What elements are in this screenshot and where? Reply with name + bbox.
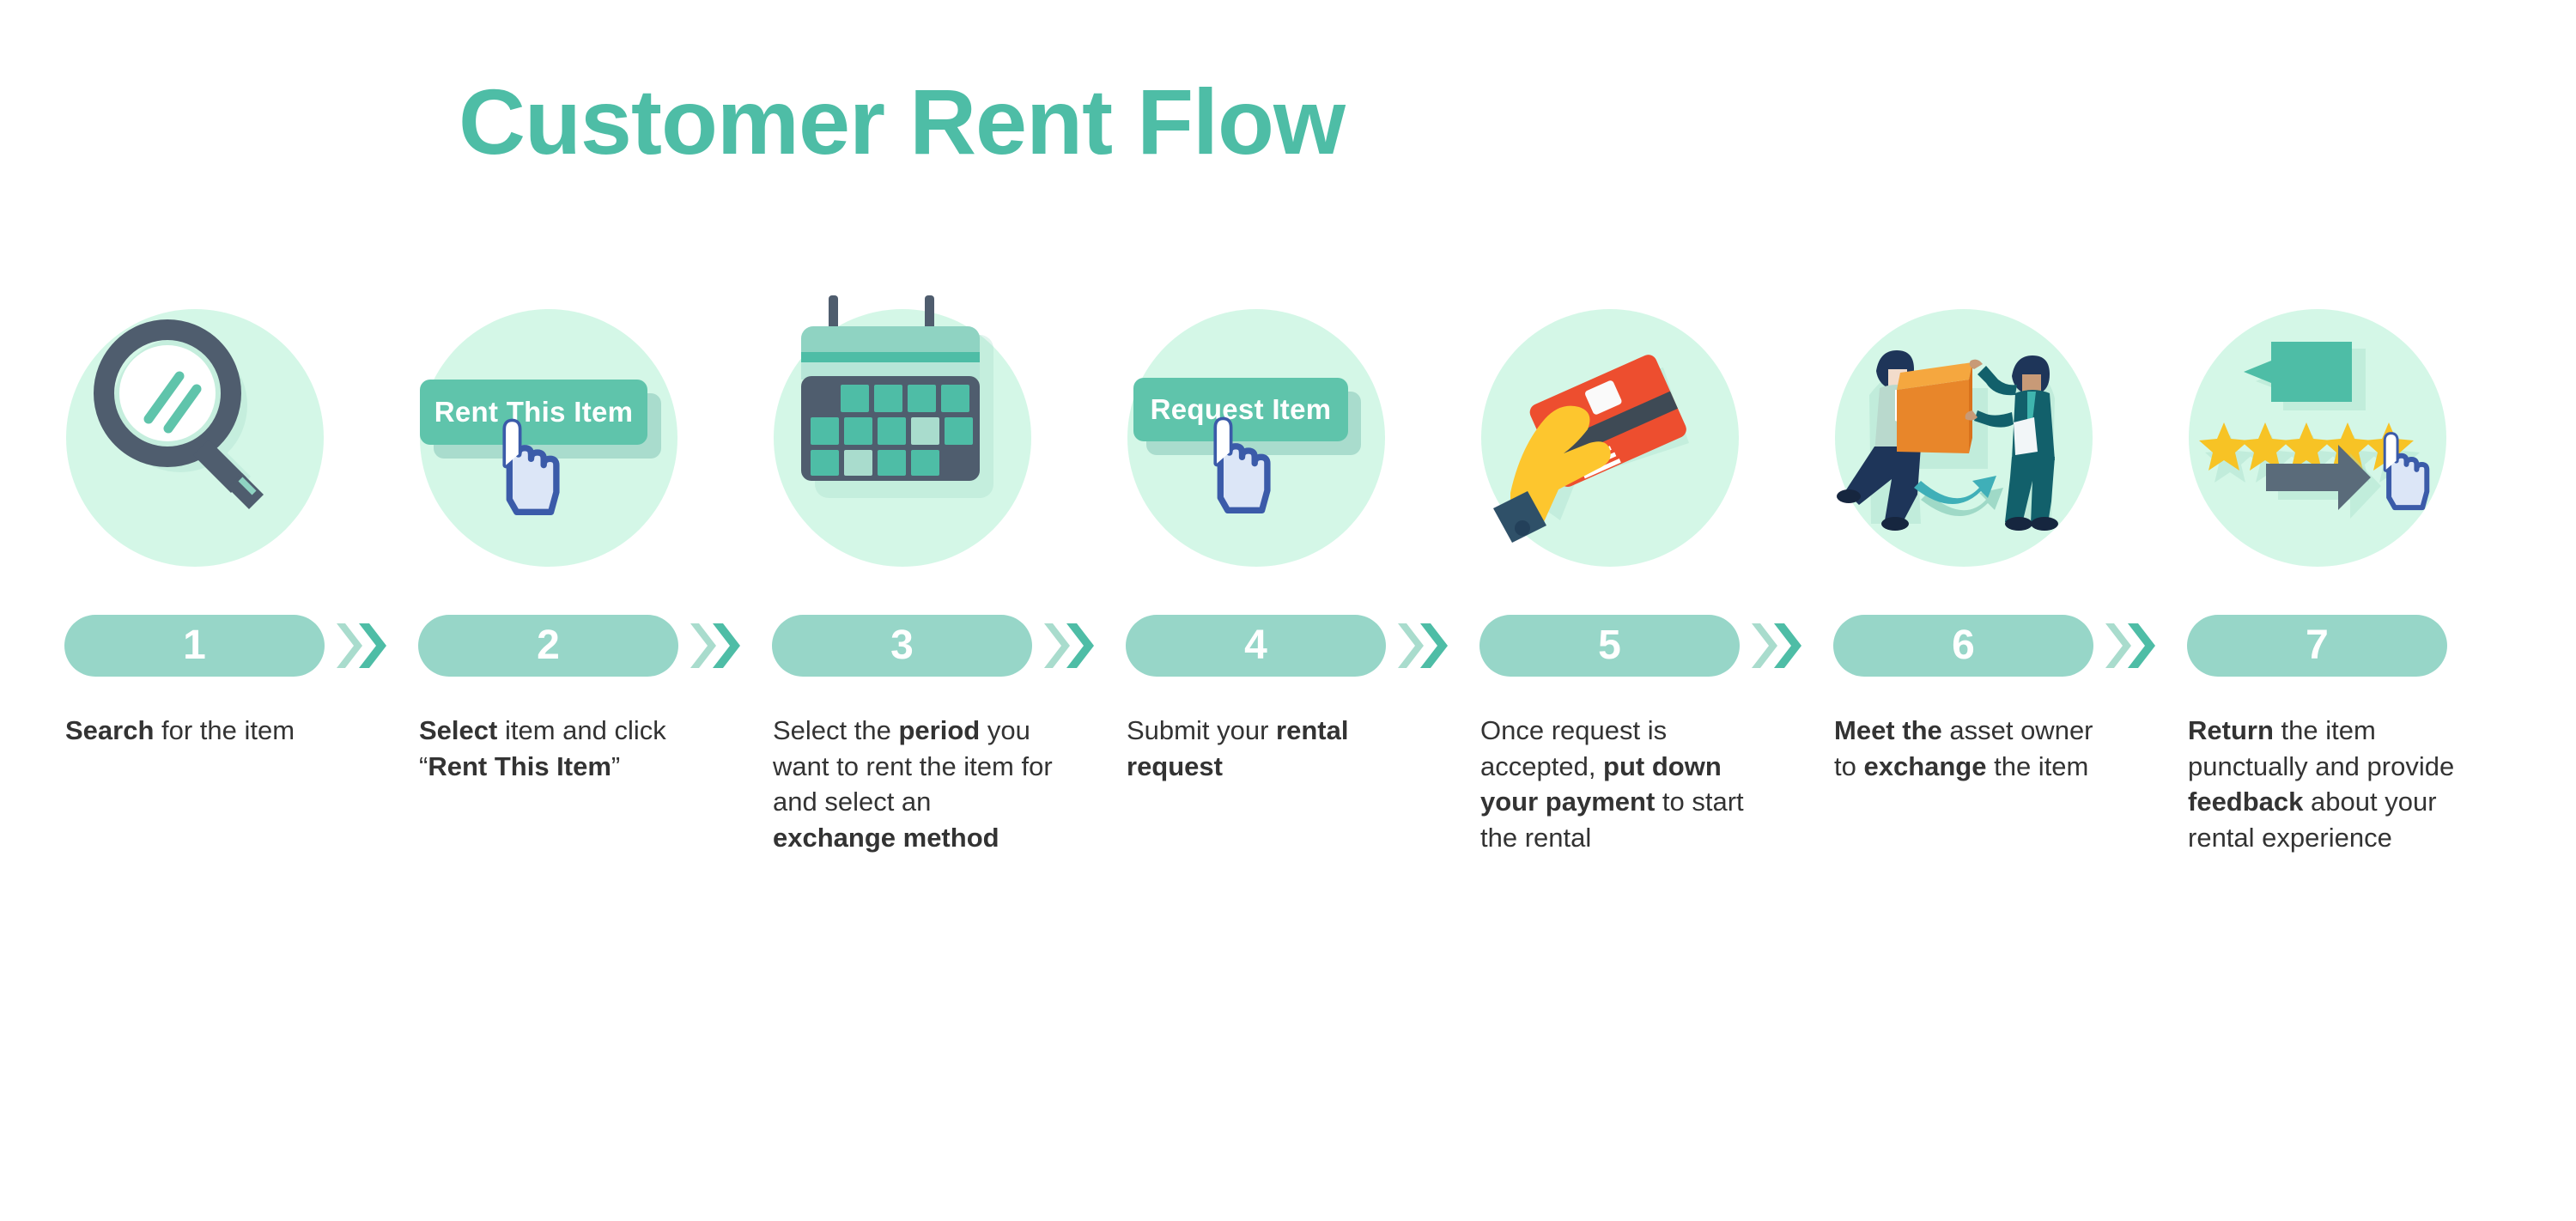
step-number-badge: 3 <box>772 615 1032 677</box>
step-4-number-row: 4 <box>1120 615 1473 680</box>
step-1-number-row: 1 <box>58 615 412 680</box>
flow-step-1: 1 Search for the item <box>58 309 412 749</box>
flow-step-5: 5 Once request is accepted, put down you… <box>1473 309 1827 855</box>
step-number-badge: 2 <box>418 615 678 677</box>
step-4-description: Submit your rental request <box>1127 715 1349 781</box>
step-number-badge: 5 <box>1479 615 1740 677</box>
step-number-badge: 1 <box>64 615 325 677</box>
flow-step-3: 3 Select the period you want to rent the… <box>766 295 1120 855</box>
step-3-number-row: 3 <box>766 615 1120 680</box>
double-chevron-right-icon <box>1752 623 1801 668</box>
hand-cursor-icon <box>1213 416 1271 513</box>
hand-cursor-icon <box>502 418 560 515</box>
step-number-badge: 7 <box>2187 615 2447 677</box>
step-6-number-row: 6 <box>1827 615 2181 680</box>
rent-flow-steps: 1 Search for the item Rent This Item 2 <box>58 295 2531 1168</box>
magnifier-icon <box>94 319 264 509</box>
step-1-illustration <box>58 309 412 567</box>
step-5-number-row: 5 <box>1473 615 1827 680</box>
step-number-badge: 4 <box>1126 615 1386 677</box>
step-5-illustration <box>1473 309 1827 567</box>
double-chevron-right-icon <box>337 623 386 668</box>
step-2-illustration: Rent This Item <box>412 309 766 567</box>
request-item-button[interactable]: Request Item <box>1133 378 1348 441</box>
step-2-description: Select item and click “Rent This Item” <box>419 715 666 781</box>
step-4-illustration: Request Item <box>1120 309 1473 567</box>
step-7-number-row: 7 <box>2181 615 2535 680</box>
hand-credit-card-icon <box>1493 355 1689 543</box>
step-6-description: Meet the asset owner to exchange the ite… <box>1834 715 2093 781</box>
step-7-illustration <box>2181 309 2535 567</box>
double-chevron-right-icon <box>1044 623 1094 668</box>
flow-step-2: Rent This Item 2 Select item and click “… <box>412 309 766 784</box>
step-1-description: Search for the item <box>65 715 295 745</box>
step-3-description: Select the period you want to rent the i… <box>773 715 1053 853</box>
double-chevron-right-icon <box>690 623 740 668</box>
star-rating-arrows-icon <box>2199 342 2430 519</box>
step-number-badge: 6 <box>1833 615 2093 677</box>
flow-step-6: 6 Meet the asset owner to exchange the i… <box>1827 309 2181 784</box>
step-3-illustration <box>766 295 1120 567</box>
flow-step-7: 7 Return the item punctually and provide… <box>2181 309 2535 855</box>
double-chevron-right-icon <box>2105 623 2155 668</box>
flow-step-4: Request Item 4 Submit your rental reques… <box>1120 309 1473 784</box>
people-exchange-box-icon <box>1837 350 2058 531</box>
rent-this-item-button[interactable]: Rent This Item <box>420 380 647 445</box>
double-chevron-right-icon <box>1398 623 1448 668</box>
step-7-description: Return the item punctually and provide f… <box>2188 715 2455 853</box>
step-2-number-row: 2 <box>412 615 766 680</box>
page-title: Customer Rent Flow <box>458 70 1346 173</box>
calendar-icon <box>801 295 993 498</box>
step-6-illustration <box>1827 309 2181 567</box>
star-rating-row <box>2199 422 2414 471</box>
step-5-description: Once request is accepted, put down your … <box>1480 715 1744 853</box>
